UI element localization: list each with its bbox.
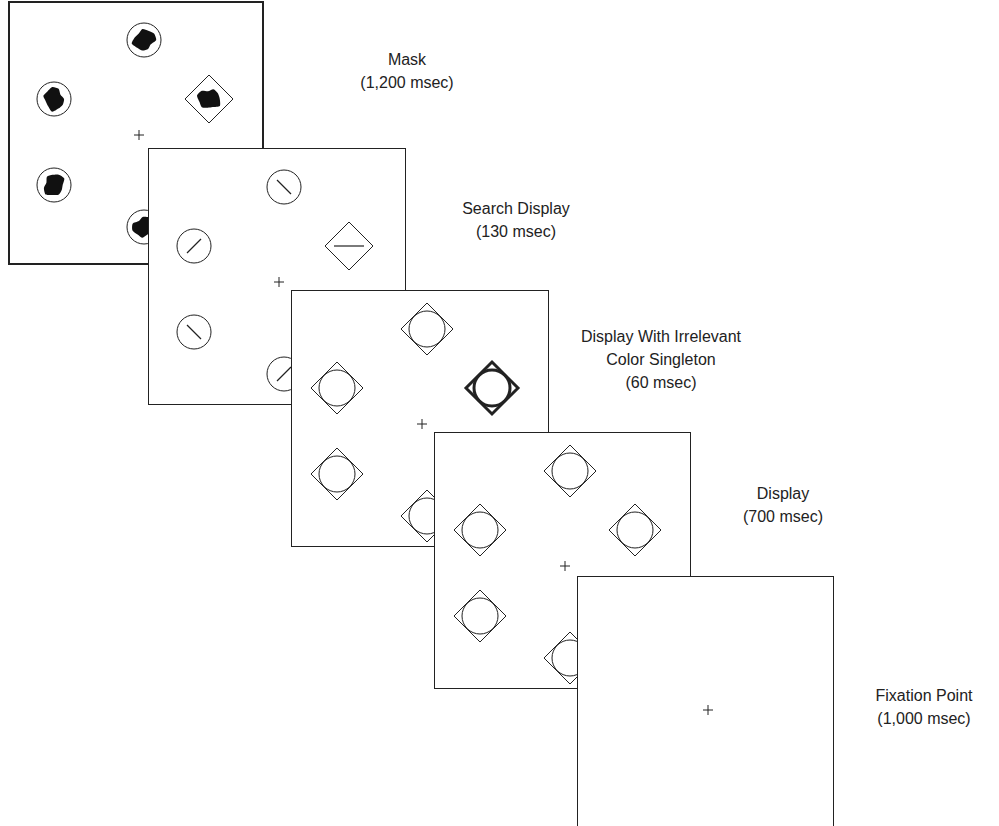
display-panel: Fixation Point(1,000 msec) <box>577 576 834 826</box>
display-item <box>37 168 71 202</box>
panel-caption: Display(700 msec) <box>723 482 843 528</box>
panel-name: Mask <box>337 48 477 71</box>
fixation-cross <box>134 130 144 140</box>
panel-name: Search Display <box>436 197 596 220</box>
panel-illustration <box>578 577 833 826</box>
display-item <box>466 362 518 414</box>
panel-name: Display <box>723 482 843 505</box>
panel-caption: Display With Irrelevant Color Singleton(… <box>566 325 756 394</box>
display-item <box>267 170 301 204</box>
duration-label: (1,000 msec) <box>854 707 994 730</box>
fixation-cross <box>703 705 713 715</box>
panel-caption: Fixation Point(1,000 msec) <box>854 684 994 730</box>
display-item <box>311 448 363 500</box>
panel-name: Display With Irrelevant Color Singleton <box>566 325 756 371</box>
fixation-cross <box>560 561 570 571</box>
display-item <box>609 504 661 556</box>
display-item <box>37 82 71 116</box>
display-item <box>325 222 373 270</box>
display-item <box>177 229 211 263</box>
display-item <box>454 504 506 556</box>
display-item <box>544 445 596 497</box>
duration-label: (130 msec) <box>436 220 596 243</box>
panel-name: Fixation Point <box>854 684 994 707</box>
display-item <box>311 362 363 414</box>
fixation-cross <box>417 419 427 429</box>
duration-label: (700 msec) <box>723 505 843 528</box>
panel-caption: Search Display(130 msec) <box>436 197 596 243</box>
display-item <box>177 315 211 349</box>
fixation-cross <box>274 277 284 287</box>
panel-caption: Mask(1,200 msec) <box>337 48 477 94</box>
duration-label: (1,200 msec) <box>337 71 477 94</box>
display-item <box>401 303 453 355</box>
duration-label: (60 msec) <box>566 371 756 394</box>
display-item <box>454 590 506 642</box>
display-item <box>127 23 161 57</box>
display-item <box>185 75 233 123</box>
